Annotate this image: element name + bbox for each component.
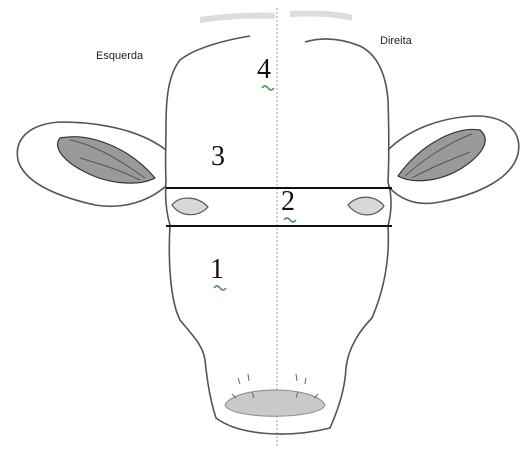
region-number-1: 1 <box>210 256 224 284</box>
region-1-marker <box>214 286 226 290</box>
region-2-marker <box>284 218 296 222</box>
right-ear-inner <box>398 129 485 180</box>
region-number-3: 3 <box>211 143 225 171</box>
right-eye <box>348 197 384 215</box>
head-outline <box>166 36 391 434</box>
left-side-label: Esquerda <box>96 50 143 62</box>
muzzle <box>225 390 325 416</box>
region-4-marker <box>262 86 274 90</box>
left-eye <box>172 198 208 215</box>
poll-shading <box>200 14 352 21</box>
left-ear-inner <box>58 137 155 183</box>
region-number-2: 2 <box>281 188 295 216</box>
right-side-label: Direita <box>380 35 412 47</box>
region-number-4: 4 <box>257 56 271 84</box>
